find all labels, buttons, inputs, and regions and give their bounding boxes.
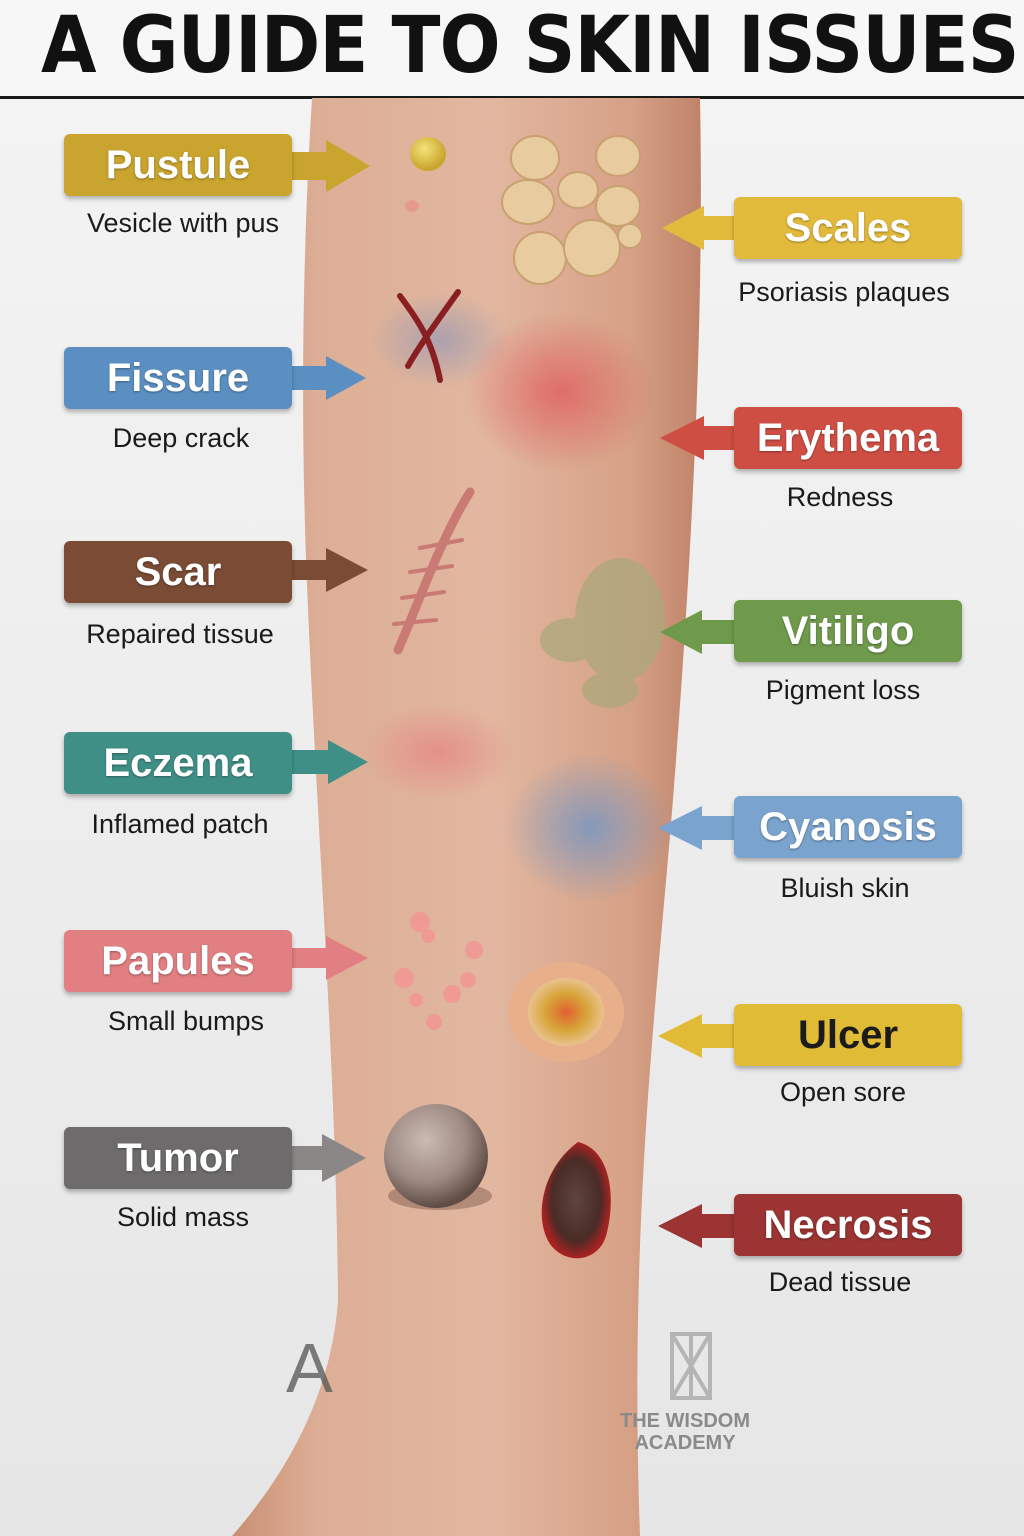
cyanosis-arrow [658,806,736,850]
label-eczema: Eczema [64,732,292,794]
pustule-small [405,200,419,212]
pustule-lesion [410,137,446,171]
label-ulcer: Ulcer [734,1004,962,1066]
label-cyanosis: Cyanosis [734,796,962,858]
tumor-lesion [384,1104,488,1208]
eczema-arrow [292,740,368,784]
watermark-line1: THE WISDOM [620,1410,750,1432]
desc-scar: Repaired tissue [86,619,274,649]
cyanosis-patch [505,753,675,903]
ulcer-lesion [528,978,604,1046]
scar-arrow [290,548,368,592]
title-band [0,0,1024,99]
vitiligo-patch [540,558,665,708]
label-scales: Scales [734,197,962,259]
label-fissure: Fissure [64,347,292,409]
watermark-line2: ACADEMY [634,1432,736,1454]
label-erythema: Erythema [734,407,962,469]
desc-pustule: Vesicle with pus [86,208,280,238]
desc-fissure: Deep crack [112,423,250,453]
page-title: A GUIDE TO SKIN ISSUES [40,1,1019,91]
desc-vitiligo: Pigment loss [765,675,921,705]
erythema-arrow [660,416,736,460]
label-papules: Papules [64,930,292,992]
right-arrows [658,206,736,1248]
label-scar: Scar [64,541,292,603]
vitiligo-arrow [660,610,736,654]
desc-papules: Small bumps [107,1006,265,1036]
desc-necrosis: Dead tissue [768,1267,912,1297]
fissure-arrow [292,356,366,400]
academy-watermark: THE WISDOM ACADEMY [600,1410,770,1454]
papules-lesion [394,912,483,1030]
label-vitiligo: Vitiligo [734,600,962,662]
desc-scales: Psoriasis plaques [738,277,950,307]
necrosis-arrow [658,1204,736,1248]
label-tumor: Tumor [64,1127,292,1189]
scar-lesion [392,487,475,655]
left-arrows [290,140,370,1182]
label-pustule: Pustule [64,134,292,196]
tumor-arrow [290,1134,366,1182]
scales-arrow [662,206,736,250]
necrosis-lesion [541,1142,611,1259]
desc-cyanosis: Bluish skin [780,873,910,903]
erythema-patch [465,312,655,472]
papules-arrow [292,936,368,980]
fissure-lesion [397,289,461,383]
watermark-letter: A [286,1329,333,1407]
scales-lesion [501,135,643,285]
academy-logo-mark [670,1332,712,1400]
desc-erythema: Redness [786,482,894,512]
ulcer-arrow [658,1014,736,1058]
label-necrosis: Necrosis [734,1194,962,1256]
desc-ulcer: Open sore [779,1077,907,1107]
desc-tumor: Solid mass [116,1202,250,1232]
pustule-arrow [290,140,370,192]
eczema-patch [360,704,516,800]
desc-eczema: Inflamed patch [91,809,269,839]
